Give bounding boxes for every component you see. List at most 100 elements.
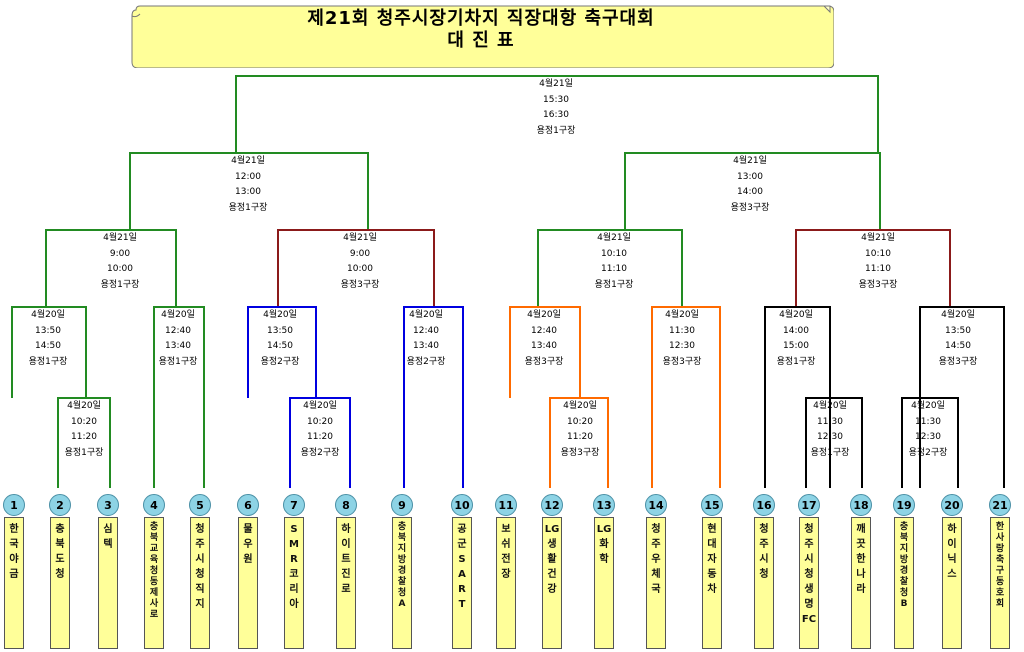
team-name-char: 주 — [804, 539, 814, 550]
team-name-char: 찰 — [397, 577, 407, 587]
title-scroll-banner — [131, 5, 834, 68]
match-venue: 용정1구장 — [158, 356, 198, 367]
team-name-char: 청 — [804, 524, 814, 535]
team-number-badge: 21 — [989, 494, 1011, 516]
bracket-line-r2-2 — [153, 306, 205, 488]
match-start: 11:30 — [817, 416, 843, 427]
team-name-char: 국 — [9, 539, 19, 550]
bracket-line-r1-3 — [549, 397, 609, 488]
title-line-2: 대 진 표 — [447, 30, 515, 51]
team-name-char: 청 — [397, 588, 407, 598]
team-name-char: 지 — [397, 544, 407, 554]
match-date: 4월21일 — [733, 156, 767, 166]
team-number-badge: 17 — [798, 494, 820, 516]
team-name-char: 자 — [707, 554, 717, 565]
tournament-title: 제21회 청주시장기차지 직장대항 축구대회 대 진 표 — [128, 8, 834, 52]
match-end: 10:00 — [347, 264, 373, 274]
team-name-char: 호 — [995, 588, 1005, 598]
match-info-qf2: 4월21일 9:00 10:00 용정3구장 — [305, 231, 415, 293]
team-name-char: 전 — [501, 554, 511, 565]
match-end: 14:50 — [35, 341, 61, 351]
match-end: 16:30 — [543, 110, 569, 120]
team-name-char: 경 — [397, 566, 407, 576]
team-name-char: S — [458, 554, 466, 565]
match-venue: 용정3구장 — [340, 279, 380, 290]
team-name-char: 우 — [243, 539, 253, 550]
match-date: 4월21일 — [343, 233, 377, 243]
team-number-badge: 6 — [237, 494, 259, 516]
team-name-char: 청 — [195, 569, 205, 580]
match-venue: 용정1구장 — [64, 447, 104, 458]
match-date: 4월21일 — [103, 233, 137, 243]
match-date: 4월20일 — [161, 310, 195, 320]
team-name-char: 야 — [9, 554, 19, 565]
team-number-badge: 14 — [645, 494, 667, 516]
match-start: 11:30 — [669, 325, 695, 336]
match-venue: 용정2구장 — [908, 447, 948, 458]
match-venue: 용정3구장 — [524, 356, 564, 367]
team-name-char: 동 — [707, 569, 717, 580]
match-end: 14:50 — [945, 341, 971, 351]
bracket-line-r1-1 — [57, 397, 111, 488]
bracket-line-sf-left — [129, 152, 369, 231]
team-name-char: 스 — [947, 569, 957, 580]
team-name-char: 주 — [195, 539, 205, 550]
match-end: 12:30 — [669, 341, 695, 351]
team-name-char: 제 — [149, 588, 159, 598]
match-venue: 용정1구장 — [228, 202, 268, 213]
team-name-char: 축 — [995, 555, 1005, 565]
team-name-char: 라 — [856, 584, 866, 595]
bracket-line-r1-5 — [901, 397, 959, 488]
match-venue: 용정3구장 — [730, 202, 770, 213]
team-number-badge: 3 — [97, 494, 119, 516]
team-number-badge: 1 — [3, 494, 25, 516]
team-name-char: 육 — [149, 555, 159, 565]
team-name-char: 청 — [804, 569, 814, 580]
match-venue: 용정1구장 — [776, 356, 816, 367]
team-name-char: 찰 — [899, 577, 909, 587]
match-end: 13:00 — [235, 187, 261, 197]
match-end: 12:30 — [915, 432, 941, 442]
team-name-char: 청 — [651, 524, 661, 535]
match-date: 4월20일 — [263, 310, 297, 320]
team-name-char: 랑 — [995, 544, 1005, 554]
team-name-char: FC — [801, 614, 817, 625]
match-venue: 용정3구장 — [938, 356, 978, 367]
bracket-line-r2-6 — [651, 306, 721, 488]
match-start: 12:00 — [235, 171, 261, 182]
match-start: 9:00 — [349, 248, 371, 259]
team-name-char: 청 — [195, 524, 205, 535]
team-name-char: 군 — [457, 539, 467, 550]
match-start: 11:30 — [915, 416, 941, 427]
team-number-badge: 5 — [189, 494, 211, 516]
bracket-line-qf4 — [795, 229, 951, 308]
match-start: 13:00 — [737, 171, 763, 182]
team-number-badge: 19 — [893, 494, 915, 516]
match-start: 12:40 — [165, 325, 191, 336]
team-number-badge: 9 — [391, 494, 413, 516]
team-number-badge: 15 — [701, 494, 723, 516]
team-name-char: M — [289, 539, 299, 550]
team-name-char: 보 — [501, 524, 511, 535]
team-name-char: 청 — [899, 588, 909, 598]
team-number-badge: 7 — [283, 494, 305, 516]
bracket-line-r1-2 — [289, 397, 351, 488]
match-end: 11:10 — [601, 264, 627, 274]
team-name-char: 주 — [759, 539, 769, 550]
team-name-char: 로 — [341, 584, 351, 595]
team-name-char: A — [458, 569, 466, 580]
team-name-char: 나 — [856, 569, 866, 580]
